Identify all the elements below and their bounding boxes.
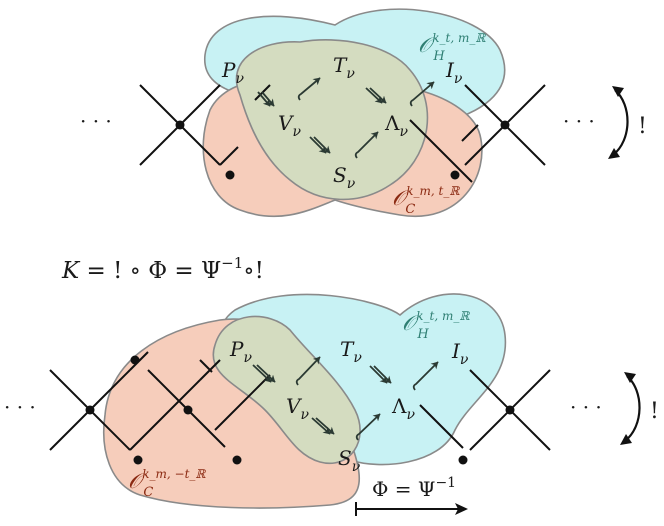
bottom-arrows [252, 356, 439, 441]
bottom-label-s: Sν [338, 446, 361, 475]
shift-label: Φ = Ψ−1 [372, 475, 456, 501]
top-label-p: Pν [221, 58, 244, 87]
bottom-label-v: Vν [286, 394, 309, 423]
bottom-dots-left: · · · [4, 395, 36, 419]
bottom-label-p: Pν [229, 337, 252, 366]
top-node-left-lower [225, 170, 235, 180]
bottom-swap-arrow [624, 375, 641, 442]
bottom-node-right [505, 405, 515, 415]
shift-arrowhead [455, 503, 468, 515]
bottom-node-mid [183, 405, 193, 415]
top-swap-arrowhead-down [608, 148, 620, 159]
bottom-label-i: Iν [451, 339, 469, 368]
top-bang: ! [638, 114, 647, 139]
bottom-node-bottom-right [232, 455, 242, 465]
top-label-i: Iν [445, 58, 463, 87]
top-swap-arrow [612, 89, 629, 156]
top-label-t: Tν [333, 53, 355, 82]
top-swap-arrowhead-up [612, 86, 624, 97]
bottom-node-right-lower [458, 455, 468, 465]
top-label-s: Sν [333, 163, 356, 192]
top-label-v: Vν [278, 111, 301, 140]
bottom-dots-right: · · · [570, 395, 602, 419]
top-node-left [175, 120, 185, 130]
bottom-label-t: Tν [340, 337, 362, 366]
bottom-node-bottom [133, 455, 143, 465]
bottom-label-lambda: Λν [391, 394, 415, 423]
bottom-swap-arrowhead-up [624, 372, 636, 383]
bottom-bang: ! [650, 399, 659, 424]
middle-equation: K = ! ∘ Φ = Ψ−1∘! [61, 254, 264, 284]
top-dots-right: · · · [563, 109, 595, 133]
top-node-right [500, 120, 510, 130]
top-dots-left: · · · [80, 109, 112, 133]
top-arrows [257, 77, 435, 159]
top-label-lambda: Λν [384, 111, 408, 140]
top-node-right-lower [450, 170, 460, 180]
bottom-blob-olive [212, 315, 361, 465]
bottom-swap-arrowhead-down [620, 434, 632, 445]
top-blob-olive [235, 39, 429, 201]
bottom-node-top [130, 355, 140, 365]
bottom-node-left [85, 405, 95, 415]
